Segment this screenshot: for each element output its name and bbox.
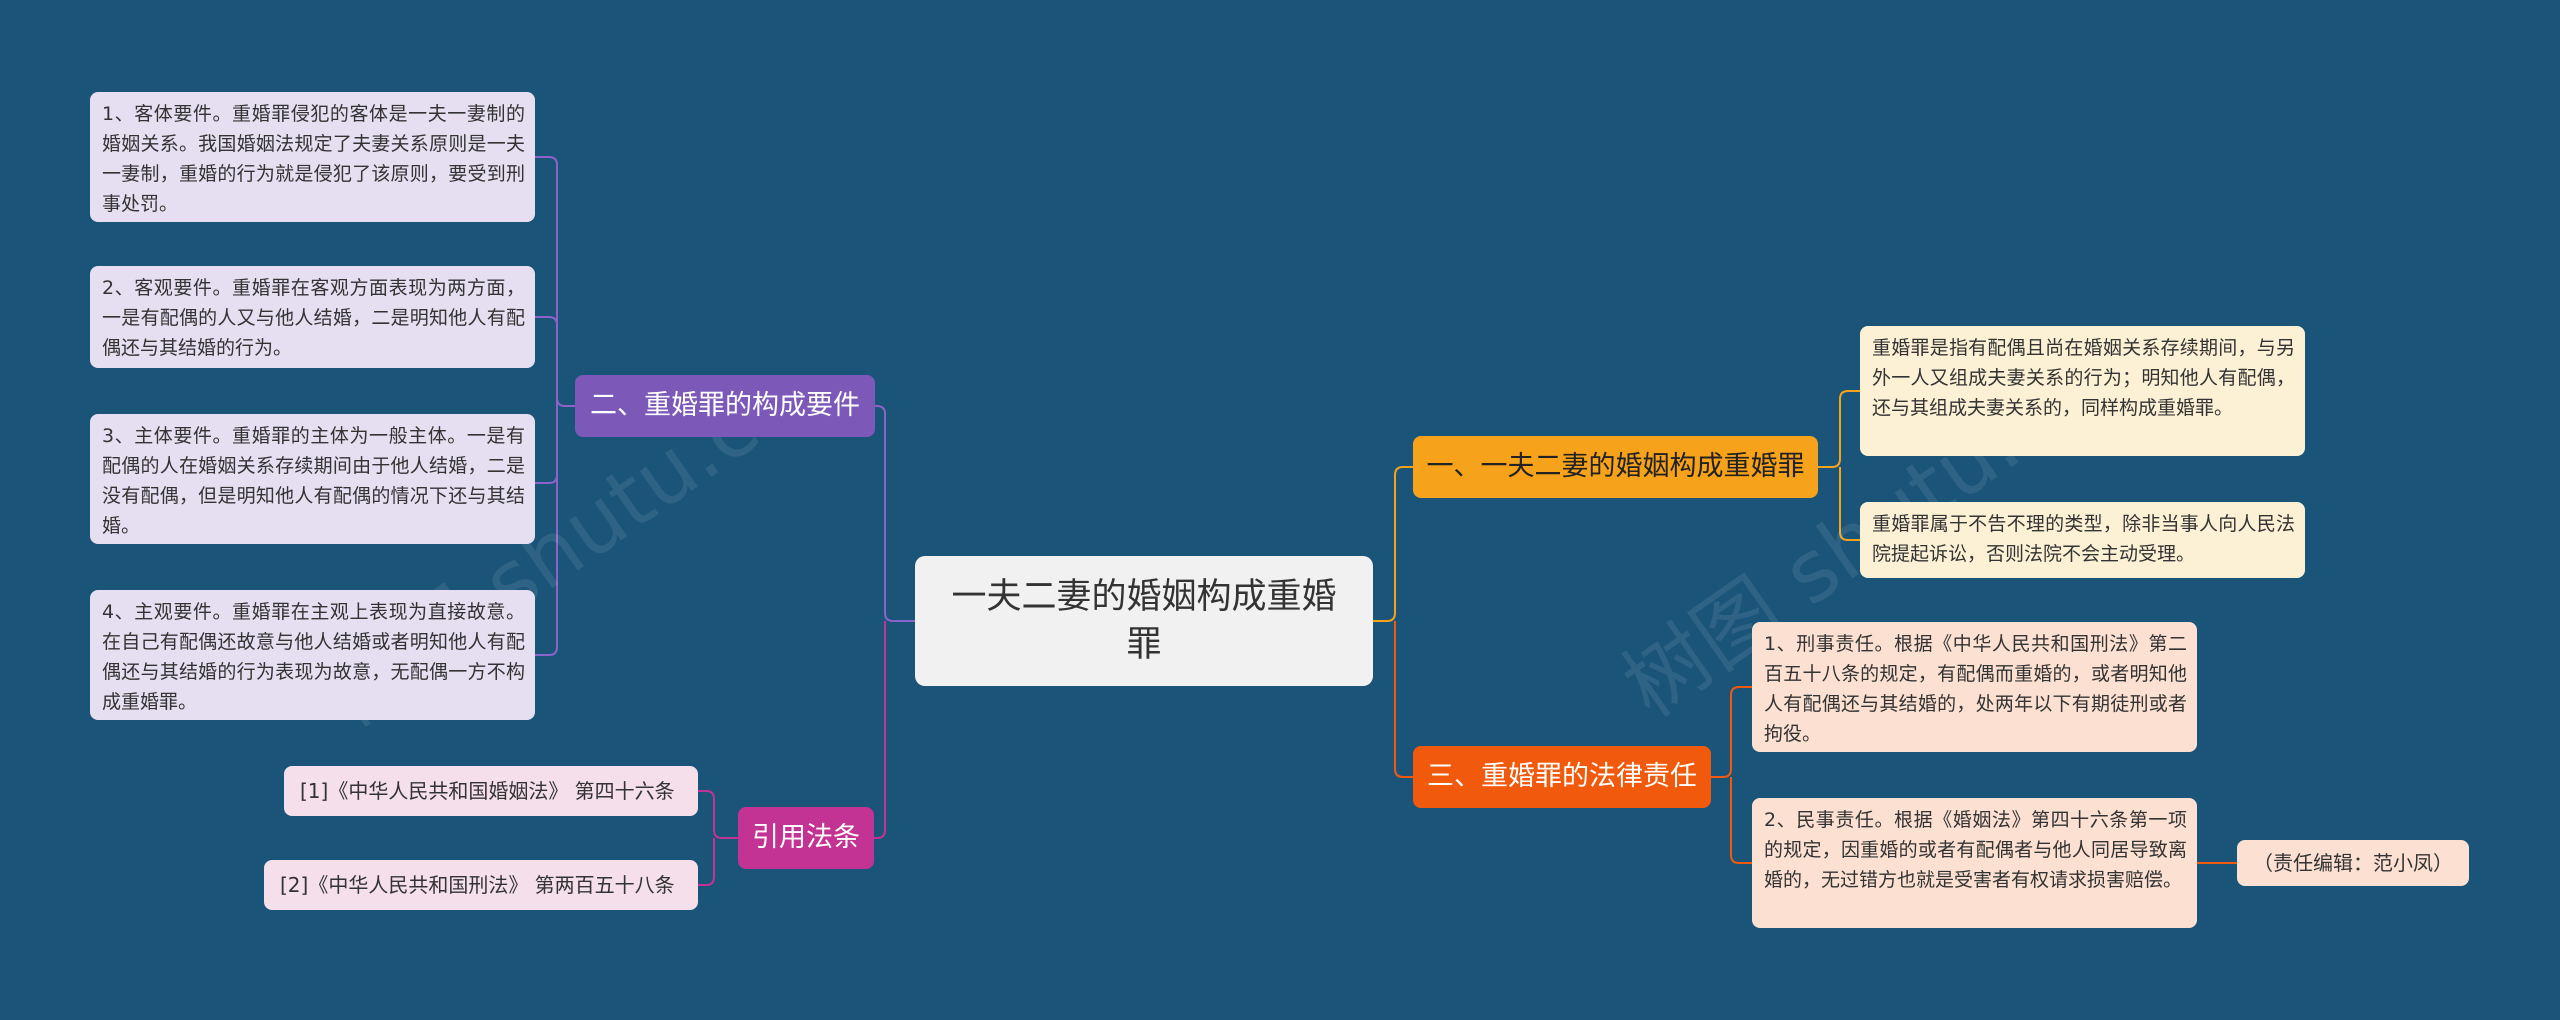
leaf-text: 3、主体要件。重婚罪的主体为一般主体。一是有配偶的人在婚姻关系存续期间由于他人结… — [102, 425, 525, 537]
branch-label: 一、一夫二妻的婚姻构成重婚罪 — [1426, 451, 1805, 482]
branch-label: 引用法条 — [752, 822, 860, 853]
branch-label: 三、重婚罪的法律责任 — [1427, 761, 1697, 792]
citation-text: [1]《中华人民共和国婚姻法》 第四十六条 — [300, 779, 675, 803]
leaf-civil-liability[interactable]: 2、民事责任。根据《婚姻法》第四十六条第一项的规定，因重婚的或者有配偶者与他人同… — [1752, 798, 2197, 928]
leaf-complaint-only[interactable]: 重婚罪属于不告不理的类型，除非当事人向人民法院提起诉讼，否则法院不会主动受理。 — [1860, 502, 2305, 578]
leaf-text: 2、客观要件。重婚罪在客观方面表现为两方面，一是有配偶的人又与他人结婚，二是明知… — [102, 277, 525, 359]
leaf-objective-element[interactable]: 2、客观要件。重婚罪在客观方面表现为两方面，一是有配偶的人又与他人结婚，二是明知… — [90, 266, 535, 368]
leaf-text: 1、客体要件。重婚罪侵犯的客体是一夫一妻制的婚姻关系。我国婚姻法规定了夫妻关系原… — [102, 103, 525, 215]
editor-note[interactable]: （责任编辑：范小凤） — [2237, 840, 2469, 886]
leaf-subject-element[interactable]: 3、主体要件。重婚罪的主体为一般主体。一是有配偶的人在婚姻关系存续期间由于他人结… — [90, 414, 535, 544]
editor-note-text: （责任编辑：范小凤） — [2253, 851, 2453, 875]
leaf-text: 1、刑事责任。根据《中华人民共和国刑法》第二百五十八条的规定，有配偶而重婚的，或… — [1764, 633, 2187, 745]
branch-legal-liability[interactable]: 三、重婚罪的法律责任 — [1413, 746, 1711, 808]
leaf-text: 重婚罪是指有配偶且尚在婚姻关系存续期间，与另外一人又组成夫妻关系的行为；明知他人… — [1872, 337, 2295, 419]
leaf-criminal-liability[interactable]: 1、刑事责任。根据《中华人民共和国刑法》第二百五十八条的规定，有配偶而重婚的，或… — [1752, 622, 2197, 752]
citation-item[interactable]: [2]《中华人民共和国刑法》 第两百五十八条 — [264, 860, 698, 910]
branch-label: 二、重婚罪的构成要件 — [590, 390, 860, 421]
leaf-definition[interactable]: 重婚罪是指有配偶且尚在婚姻关系存续期间，与另外一人又组成夫妻关系的行为；明知他人… — [1860, 326, 2305, 456]
leaf-object-element[interactable]: 1、客体要件。重婚罪侵犯的客体是一夫一妻制的婚姻关系。我国婚姻法规定了夫妻关系原… — [90, 92, 535, 222]
root-topic[interactable]: 一夫二妻的婚姻构成重婚罪 — [915, 556, 1373, 686]
leaf-subjective-element[interactable]: 4、主观要件。重婚罪在主观上表现为直接故意。在自己有配偶还故意与他人结婚或者明知… — [90, 590, 535, 720]
leaf-text: 重婚罪属于不告不理的类型，除非当事人向人民法院提起诉讼，否则法院不会主动受理。 — [1872, 513, 2295, 565]
citation-text: [2]《中华人民共和国刑法》 第两百五十八条 — [280, 873, 675, 897]
branch-constitutive-elements[interactable]: 二、重婚罪的构成要件 — [575, 375, 875, 437]
root-topic-label: 一夫二妻的婚姻构成重婚罪 — [951, 577, 1337, 665]
leaf-text: 2、民事责任。根据《婚姻法》第四十六条第一项的规定，因重婚的或者有配偶者与他人同… — [1764, 809, 2187, 891]
citation-item[interactable]: [1]《中华人民共和国婚姻法》 第四十六条 — [284, 766, 698, 816]
branch-bigamy-constitutes-crime[interactable]: 一、一夫二妻的婚姻构成重婚罪 — [1413, 436, 1818, 498]
branch-citations[interactable]: 引用法条 — [738, 807, 874, 869]
leaf-text: 4、主观要件。重婚罪在主观上表现为直接故意。在自己有配偶还故意与他人结婚或者明知… — [102, 601, 525, 713]
